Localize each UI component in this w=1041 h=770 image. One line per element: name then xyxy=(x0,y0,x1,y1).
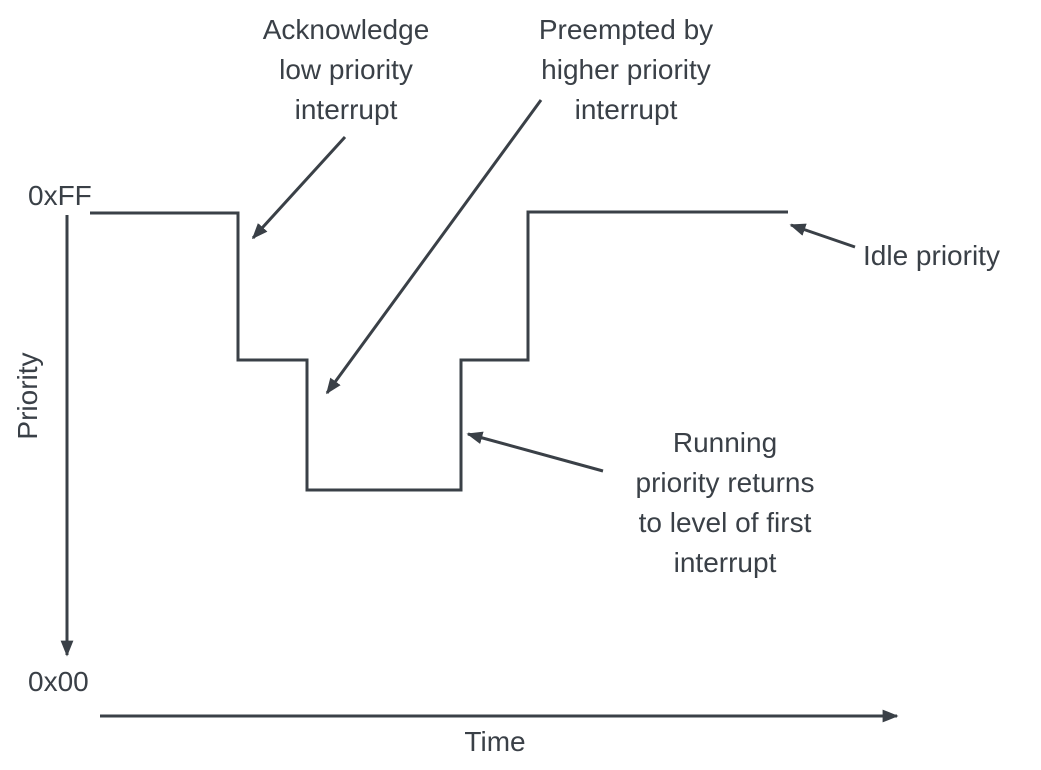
returns-line-3: to level of first xyxy=(638,507,812,538)
y-axis-bottom-tick: 0x00 xyxy=(28,666,89,697)
priority-trace xyxy=(90,210,788,492)
idle-arrow xyxy=(789,223,856,249)
acknowledge-line-2: low priority xyxy=(279,54,413,85)
returns-line-4: interrupt xyxy=(673,547,777,578)
preempted-line-1: Preempted by xyxy=(538,14,714,45)
preempted-line-2: higher priority xyxy=(541,54,711,85)
y-axis-label: Priority xyxy=(12,352,43,440)
idle-annotation: Idle priority xyxy=(863,240,1000,271)
preempted-arrow xyxy=(325,99,543,395)
returns-annotation: Running priority returns to level of fir… xyxy=(595,423,855,583)
preempted-annotation: Preempted by higher priority interrupt xyxy=(496,10,756,130)
acknowledge-line-1: Acknowledge xyxy=(262,14,430,45)
preempted-line-3: interrupt xyxy=(574,94,678,125)
y-axis-top-tick: 0xFF xyxy=(28,180,92,211)
x-axis-label: Time xyxy=(464,726,526,757)
acknowledge-line-3: interrupt xyxy=(294,94,398,125)
returns-line-1: Running xyxy=(672,427,778,458)
acknowledge-arrow xyxy=(251,135,347,240)
returns-line-2: priority returns xyxy=(635,467,815,498)
acknowledge-annotation: Acknowledge low priority interrupt xyxy=(216,10,476,130)
returns-arrow xyxy=(466,431,604,473)
